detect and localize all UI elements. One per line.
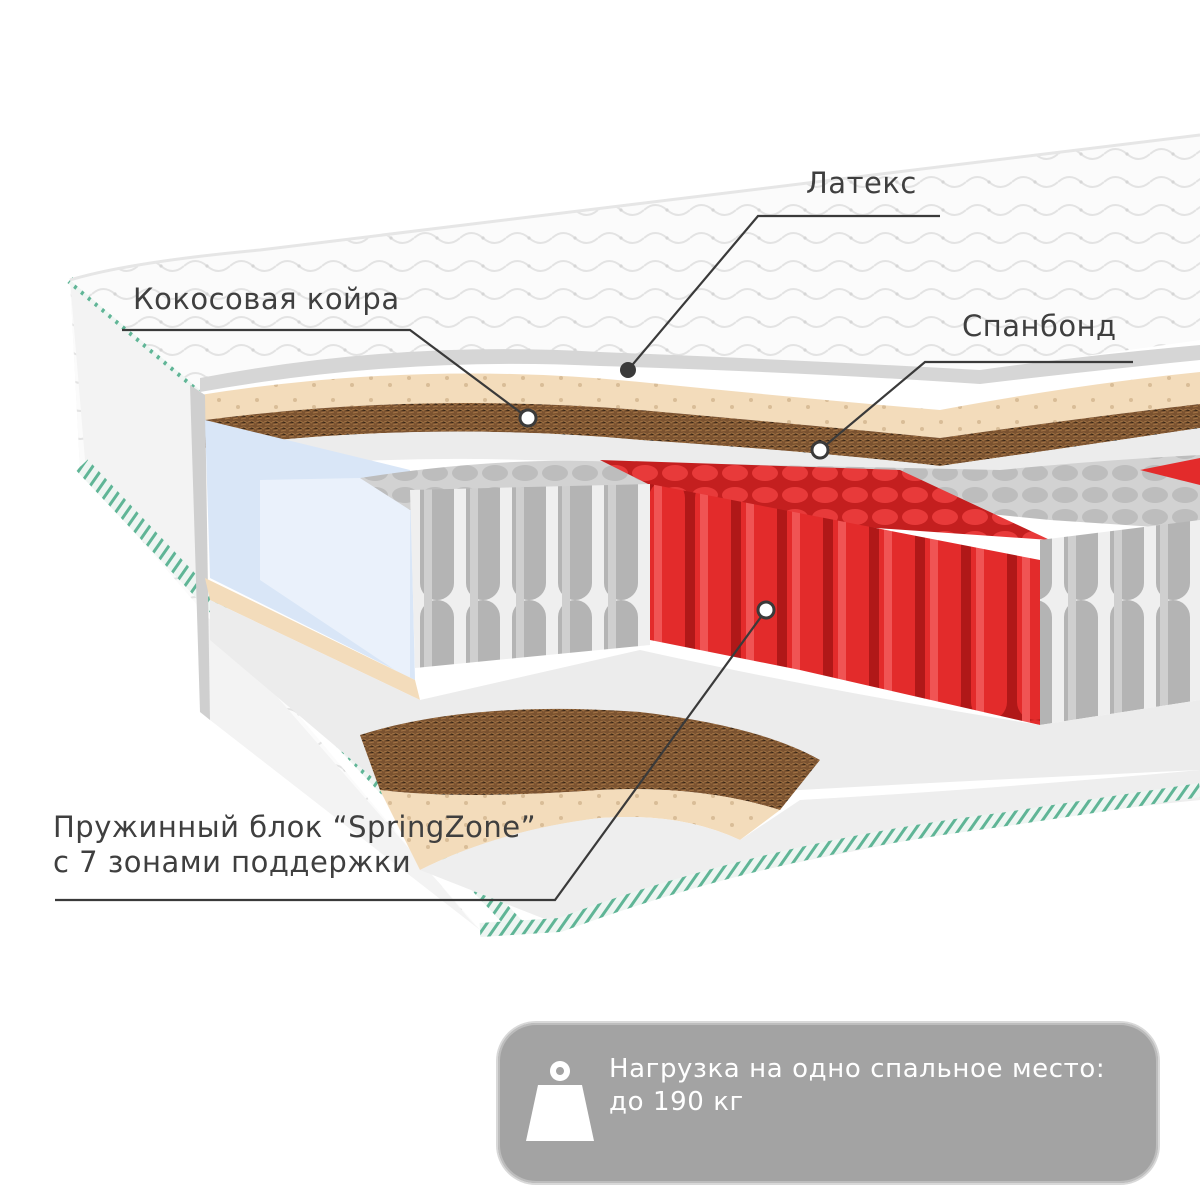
label-coconut-coir: Кокосовая койра [133, 282, 400, 316]
label-latex: Латекс [806, 166, 917, 200]
label-spring-block-line1: Пружинный блок “SpringZone” [53, 810, 537, 844]
label-spring-block: Пружинный блок “SpringZone” с 7 зонами п… [53, 810, 536, 880]
load-capacity-line2: до 190 кг [609, 1086, 744, 1117]
load-capacity-line1: Нагрузка на одно спальное место: [609, 1054, 1106, 1084]
label-spunbond: Спанбонд [962, 309, 1117, 343]
label-spring-block-line2: с 7 зонами поддержки [53, 844, 412, 879]
load-capacity-badge: Нагрузка на одно спальное место: до 190 … [498, 1023, 1158, 1183]
weight-icon [526, 1061, 594, 1141]
load-capacity-text: Нагрузка на одно спальное место: до 190 … [609, 1053, 1105, 1118]
